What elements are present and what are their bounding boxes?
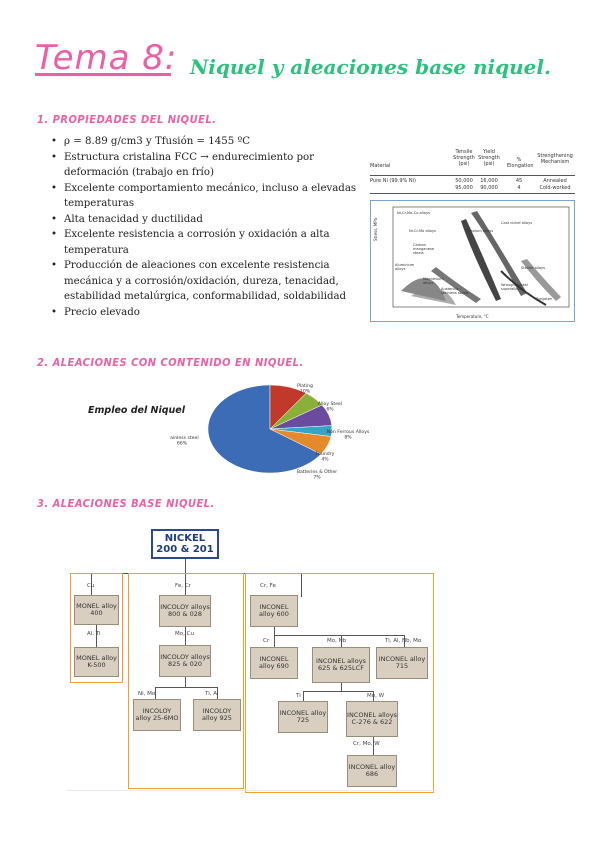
table-cell: 4 — [517, 185, 521, 191]
pie-slice-batteries-other — [269, 428, 332, 455]
inconel-686-box: INCONEL alloy 686 — [347, 755, 397, 787]
table-cell: 50,000 — [455, 178, 473, 184]
inconel-600-box: INCONEL alloy 600 — [250, 595, 298, 627]
inconel-715-box: INCONEL alloy 715 — [376, 647, 428, 679]
incoloy-825-box: INCOLOY alloys 825 & 020 — [159, 645, 211, 677]
list-item: Alta tenacidad y ductilidad — [48, 212, 368, 228]
list-item: ρ = 8.89 g/cm3 y Tfusión = 1455 ºC — [48, 134, 368, 150]
label-monb: Mo, Nb — [327, 638, 347, 644]
table-header: Strengthening Mechanism — [537, 153, 573, 165]
inconel-group — [245, 573, 434, 793]
list-item: Precio elevado — [48, 305, 368, 321]
label-mow: Mo, W — [367, 693, 385, 699]
list-item: Excelente comportamiento mecánico, inclu… — [48, 181, 368, 212]
monel-k500-box: MONEL alloy K-500 — [74, 647, 119, 677]
incoloy-925-box: INCOLOY alloy 925 — [193, 699, 241, 731]
table-cell: 45 — [515, 178, 523, 184]
graph-label: Ni-Cr-Mo-Co alloys — [397, 211, 430, 215]
graph-label: Carbon manganese steels — [413, 243, 435, 255]
label-ti: Ti — [296, 693, 301, 699]
incoloy-group — [128, 573, 244, 789]
incoloy-800-box: INCOLOY alloys 800 & 028 — [159, 595, 211, 627]
graph-label: Magnesium alloys — [423, 277, 444, 285]
label-cu: Cu — [87, 583, 95, 589]
table-cell: Annealed — [543, 178, 567, 184]
root-label-line1: NICKEL — [164, 533, 206, 544]
section3-heading: 3. ALEACIONES BASE NIQUEL. — [37, 497, 215, 510]
table-header: Tensile Strength (psi) — [453, 149, 475, 167]
inconel-625-box: INCONEL alloys 625 & 625LCF — [312, 647, 370, 683]
graph-plot — [392, 206, 570, 308]
table-header: Yield Strength (psi) — [478, 149, 500, 167]
label-fecr: Fe, Cr — [175, 583, 191, 589]
graph-label: Wrought nickel superalloys — [501, 283, 528, 291]
graph-label: Tungsten — [536, 297, 553, 301]
graph-label: Stellite alloys — [521, 266, 546, 270]
nickel-properties-table: Material Tensile Strength (psi) Yield St… — [370, 149, 575, 194]
table-cell: Cold-worked — [539, 185, 571, 191]
incoloy-25-6mo-box: INCOLOY alloy 25-6MO — [133, 699, 181, 731]
label-crmow: Cr, Mo, W — [353, 741, 380, 747]
graph-label: Ni-Cr-Mo alloys — [409, 229, 436, 233]
label-tialnb: Ti, Al, Nb, Mo — [385, 638, 422, 644]
root-nickel-200-201: NICKEL 200 & 201 — [151, 529, 219, 559]
label-cr: Cr — [263, 638, 270, 644]
graph-label: Titanium alloys — [466, 229, 494, 233]
graph-label: Cast nickel alloys — [501, 221, 533, 225]
table-cell: 16,000 — [480, 178, 498, 184]
page-title: Tema 8: — [35, 38, 178, 78]
divider — [67, 790, 437, 791]
section2-heading: 2. ALEACIONES CON CONTENIDO EN NIQUEL. — [37, 356, 304, 369]
table-cell: Pure Ni (99.9% Ni) — [370, 178, 416, 184]
label-nimo: Ni, Mo — [138, 691, 156, 697]
properties-list: ρ = 8.89 g/cm3 y Tfusión = 1455 ºC Estru… — [48, 134, 368, 320]
inconel-690-box: INCONEL alloy 690 — [250, 647, 298, 679]
inconel-c276-box: INCONEL alloys C-276 & 622 — [346, 701, 398, 737]
label-mocu: Mo, Cu — [175, 631, 194, 637]
monel-group — [70, 573, 123, 683]
root-label-line2: 200 & 201 — [156, 544, 214, 555]
label-tial: Ti, Al — [205, 691, 219, 697]
graph-xlabel: Temperature, °C — [456, 314, 489, 319]
page-subtitle: Niquel y aleaciones base niquel. — [190, 55, 551, 79]
graph-label: Aluminium alloys — [395, 263, 415, 271]
label-crfe: Cr, Fe — [260, 583, 276, 589]
graph-ylabel: Stress, MPa — [373, 218, 378, 241]
pie-title: Empleo del Niquel — [88, 405, 185, 416]
list-item: Producción de aleaciones con excelente r… — [48, 258, 368, 305]
table-header: Material — [370, 163, 391, 169]
monel-400-box: MONEL alloy 400 — [74, 595, 119, 625]
nickel-alloys-tree: NICKEL 200 & 201 Cu Fe, Cr Cr, Fe MONEL … — [67, 525, 437, 795]
inconel-725-box: INCONEL alloy 725 — [278, 701, 328, 733]
table-cell: 95,000 — [455, 185, 473, 191]
graph-label: Austenitic stainless steels — [441, 287, 469, 295]
list-item: Excelente resistencia a corrosión y oxid… — [48, 227, 368, 258]
table-header: % Elongation — [507, 157, 534, 169]
pie-slice-stainless-steel — [207, 384, 322, 474]
list-item: Estructura cristalina FCC → endurecimien… — [48, 150, 368, 181]
section1-heading: 1. PROPIEDADES DEL NIQUEL. — [37, 113, 217, 126]
stress-temperature-graph: Stress, MPa Temperature, °C Ni-Cr-Mo-Co … — [370, 200, 575, 322]
table-cell: 90,000 — [480, 185, 498, 191]
label-alti: Al, Ti — [87, 631, 101, 637]
